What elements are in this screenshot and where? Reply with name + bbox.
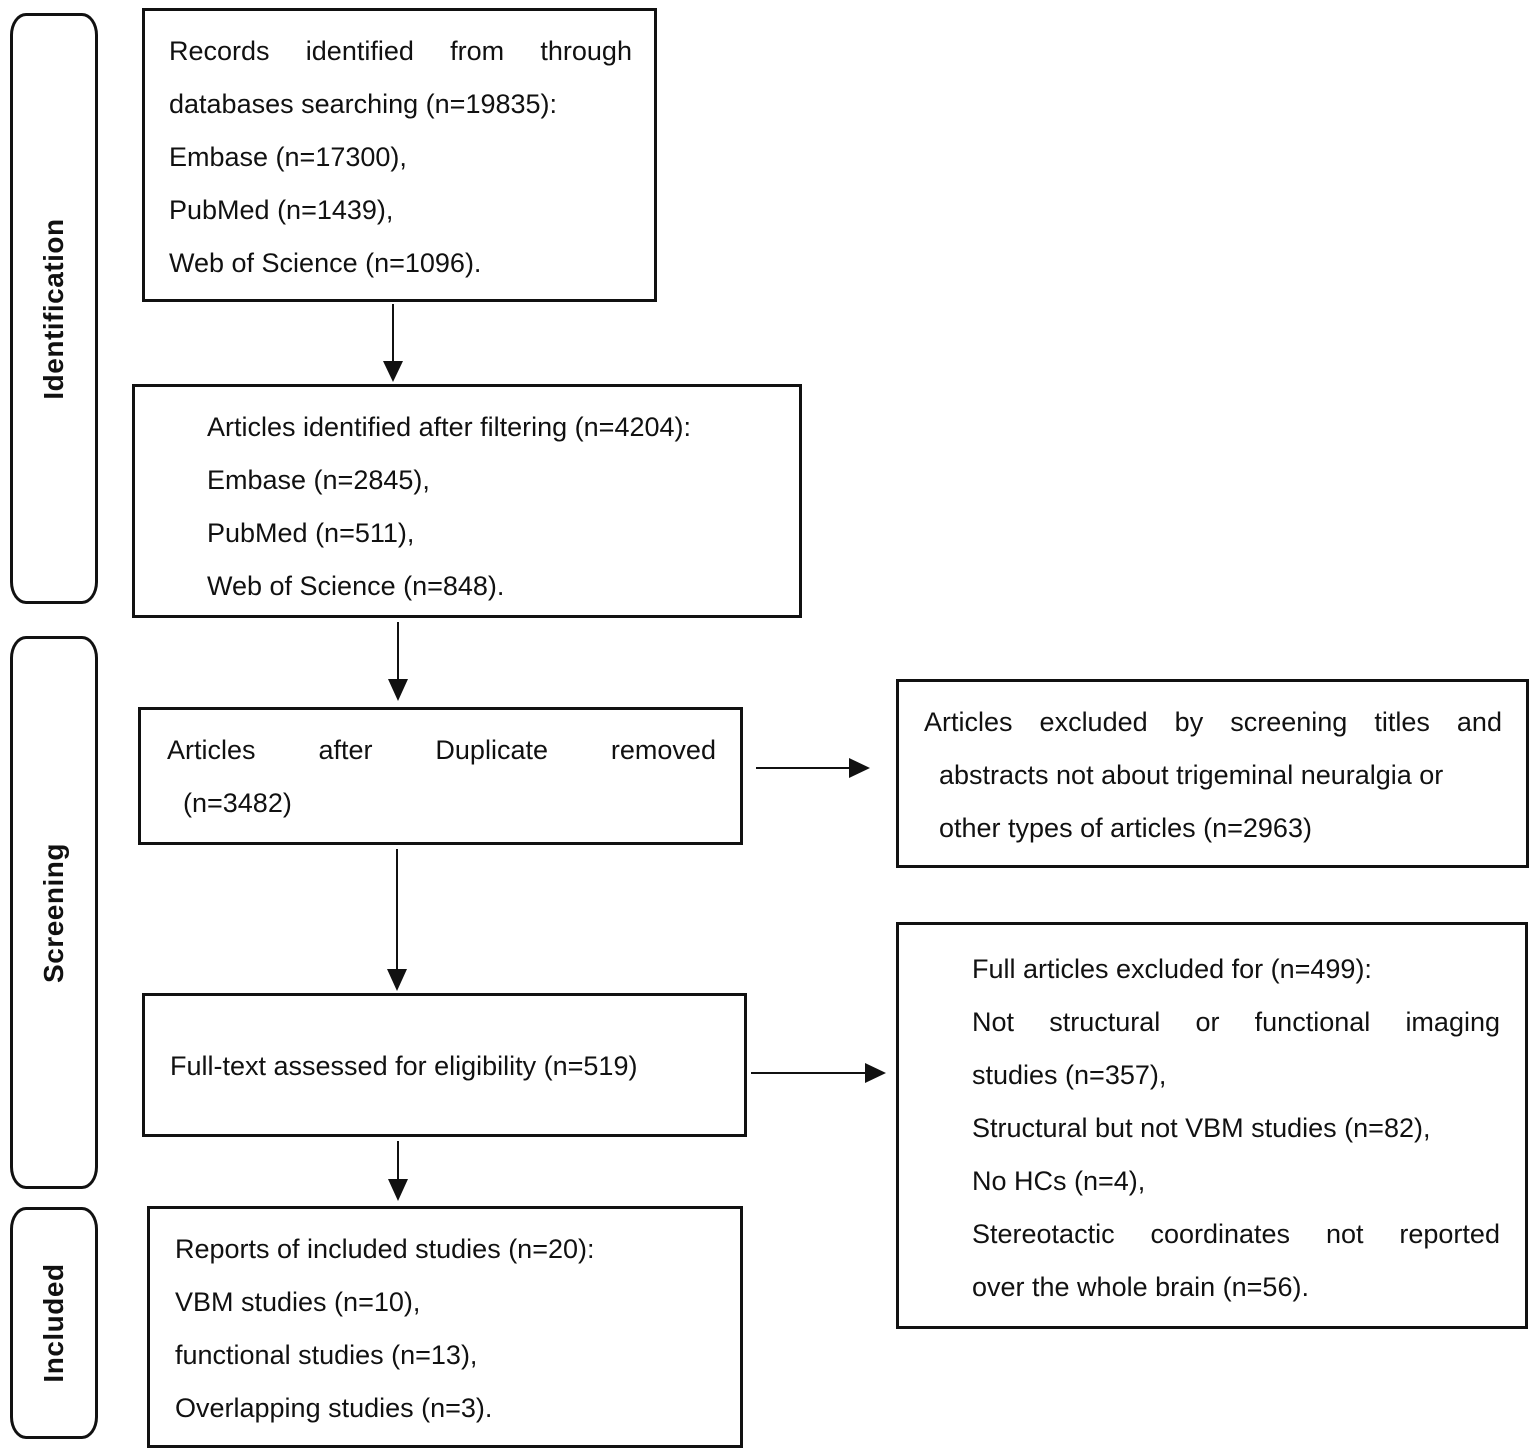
word: coordinates bbox=[1150, 1219, 1291, 1249]
filtered-line-1: Articles identified after filtering (n=4… bbox=[207, 412, 691, 442]
word: identified bbox=[305, 36, 414, 66]
word: functional bbox=[1254, 1007, 1371, 1037]
stage-identification: Identification bbox=[10, 13, 98, 604]
included-line-vbm: VBM studies (n=10), bbox=[175, 1287, 421, 1317]
excluded-full-line-1: Full articles excluded for (n=499): bbox=[972, 954, 1372, 984]
word: after bbox=[318, 735, 373, 765]
records-line-wos: Web of Science (n=1096). bbox=[169, 248, 482, 278]
word: reported bbox=[1399, 1219, 1500, 1249]
records-line-2: databases searching (n=19835): bbox=[169, 89, 558, 119]
word: Records bbox=[169, 36, 270, 66]
included-studies-box: Reports of included studies (n=20): VBM … bbox=[147, 1206, 743, 1448]
excluded-titles-line-2: abstracts not about trigeminal neuralgia… bbox=[939, 760, 1444, 790]
filtered-line-embase: Embase (n=2845), bbox=[207, 465, 430, 495]
excluded-full-line-5: No HCs (n=4), bbox=[972, 1166, 1146, 1196]
excluded-full-line-3: studies (n=357), bbox=[972, 1060, 1167, 1090]
included-line-1: Reports of included studies (n=20): bbox=[175, 1234, 595, 1264]
arrowhead bbox=[388, 679, 408, 701]
word: not bbox=[1325, 1219, 1364, 1249]
word: and bbox=[1456, 707, 1502, 737]
word: titles bbox=[1374, 707, 1430, 737]
excluded-full-line-7: over the whole brain (n=56). bbox=[972, 1272, 1309, 1302]
word: Not bbox=[972, 1007, 1015, 1037]
included-line-overlapping: Overlapping studies (n=3). bbox=[175, 1393, 493, 1423]
excluded-titles-line-3: other types of articles (n=2963) bbox=[939, 813, 1312, 843]
stage-included: Included bbox=[10, 1207, 98, 1439]
word: by bbox=[1174, 707, 1204, 737]
records-identified-box: Records identified from through database… bbox=[142, 8, 657, 302]
records-line-embase: Embase (n=17300), bbox=[169, 142, 407, 172]
stage-screening: Screening bbox=[10, 636, 98, 1189]
excluded-full-line-2: Not structural or functional imaging bbox=[972, 996, 1500, 1049]
word: removed bbox=[610, 735, 716, 765]
records-line-1: Records identified from through bbox=[169, 25, 632, 78]
word: Articles bbox=[924, 707, 1013, 737]
arrowhead bbox=[387, 969, 407, 991]
excluded-fulltext-box: Full articles excluded for (n=499): Not … bbox=[896, 922, 1528, 1329]
word: from bbox=[450, 36, 505, 66]
duplicate-line-2: (n=3482) bbox=[183, 788, 292, 818]
word: screening bbox=[1230, 707, 1348, 737]
excluded-full-line-6: Stereotactic coordinates not reported bbox=[972, 1208, 1500, 1261]
word: through bbox=[540, 36, 632, 66]
word: Articles bbox=[167, 735, 256, 765]
arrowhead bbox=[849, 758, 870, 778]
word: structural bbox=[1049, 1007, 1161, 1037]
filtered-articles-box: Articles identified after filtering (n=4… bbox=[132, 384, 802, 618]
duplicate-line-1: Articles after Duplicate removed bbox=[167, 724, 716, 777]
word: Duplicate bbox=[435, 735, 548, 765]
arrowhead bbox=[865, 1063, 886, 1083]
fulltext-assessed-box: Full-text assessed for eligibility (n=51… bbox=[142, 993, 747, 1137]
word: excluded bbox=[1039, 707, 1148, 737]
word: Stereotactic bbox=[972, 1219, 1115, 1249]
word: imaging bbox=[1405, 1007, 1500, 1037]
filtered-line-pubmed: PubMed (n=511), bbox=[207, 518, 415, 548]
arrowhead bbox=[388, 1179, 408, 1201]
excluded-titles-line-1: Articles excluded by screening titles an… bbox=[924, 696, 1502, 749]
fulltext-line-1: Full-text assessed for eligibility (n=51… bbox=[170, 1051, 638, 1081]
included-line-functional: functional studies (n=13), bbox=[175, 1340, 478, 1370]
records-line-pubmed: PubMed (n=1439), bbox=[169, 195, 394, 225]
filtered-line-wos: Web of Science (n=848). bbox=[207, 571, 505, 601]
word: or bbox=[1195, 1007, 1220, 1037]
excluded-full-line-4: Structural but not VBM studies (n=82), bbox=[972, 1113, 1431, 1143]
duplicate-removed-box: Articles after Duplicate removed (n=3482… bbox=[138, 707, 743, 845]
excluded-titles-box: Articles excluded by screening titles an… bbox=[896, 679, 1529, 868]
arrowhead bbox=[383, 361, 403, 382]
